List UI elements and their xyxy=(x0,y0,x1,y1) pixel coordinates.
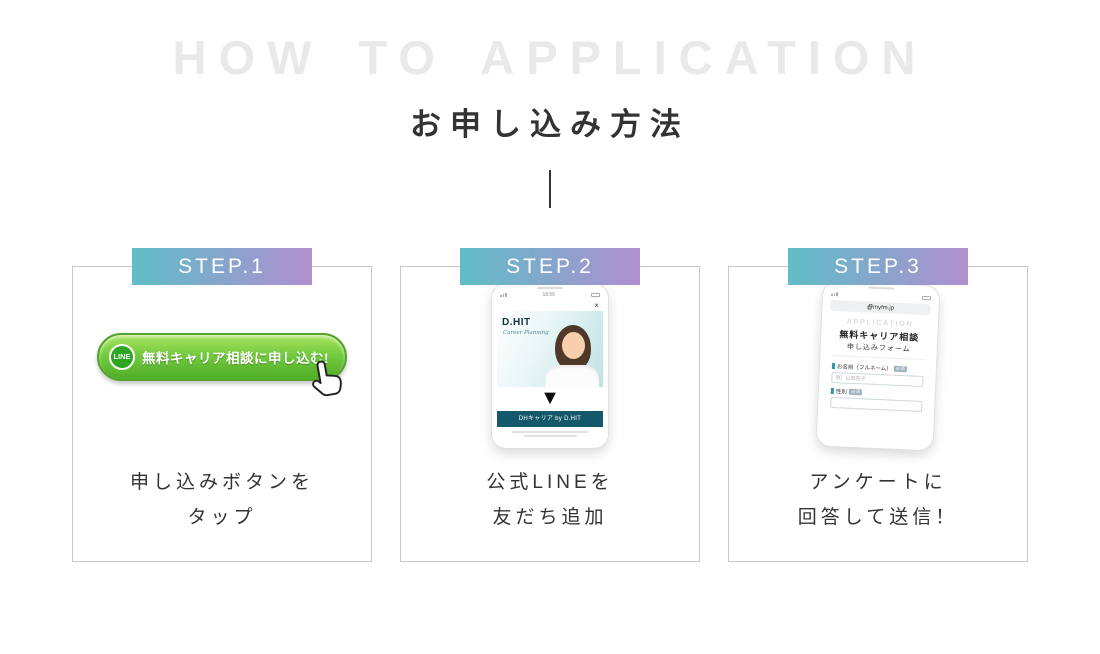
name-input[interactable]: 例）山田花子 xyxy=(831,371,924,387)
line-apply-button[interactable]: LINE 無料キャリア相談に申し込む! xyxy=(97,332,347,397)
brand-logo-text: D.HIT xyxy=(502,316,531,328)
step3-content: myfm.jp APPLICATION 無料キャリア相談 申し込みフォーム お名… xyxy=(729,267,1027,465)
placeholder-text-lines xyxy=(497,430,603,437)
steps-row: STEP.1 LINE 無料キャリア相談に申し込む! xyxy=(0,248,1100,562)
step1-card: LINE 無料キャリア相談に申し込む! 申し込みボタンを タ xyxy=(72,266,372,562)
step2-card: 18:56 × D.HIT Career Planning xyxy=(400,266,700,562)
status-bar: 18:56 xyxy=(497,291,603,300)
gender-field-label: 性別 xyxy=(835,389,847,396)
woman-torso xyxy=(545,364,599,387)
step3-badge: STEP.3 xyxy=(788,248,968,285)
hand-cursor-icon xyxy=(305,355,353,408)
line-hero-image: D.HIT Career Planning xyxy=(497,310,603,387)
phone-screen-form: myfm.jp APPLICATION 無料キャリア相談 申し込みフォーム お名… xyxy=(821,288,935,445)
step3-card: myfm.jp APPLICATION 無料キャリア相談 申し込みフォーム お名… xyxy=(728,266,1028,562)
gender-input[interactable] xyxy=(830,396,923,412)
lock-icon xyxy=(866,304,872,309)
status-time: 18:56 xyxy=(542,292,555,299)
woman-photo xyxy=(545,324,599,387)
battery-icon xyxy=(590,293,600,298)
phone-screen-line: 18:56 × D.HIT Career Planning xyxy=(497,290,603,442)
down-arrow-icon: ▼ xyxy=(540,386,560,409)
step-card-3: STEP.3 myfm.jp xyxy=(728,248,1028,562)
phone-mockup-line: 18:56 × D.HIT Career Planning xyxy=(492,283,608,448)
section-title-en: HOW TO APPLICATION xyxy=(172,31,928,84)
caption-line: 回答して送信！ xyxy=(797,506,959,528)
required-badge: 必須 xyxy=(893,365,907,373)
woman-face xyxy=(562,331,585,359)
step-card-2: STEP.2 18:56 × xyxy=(400,248,700,562)
caption-line: 申し込みボタンを xyxy=(129,471,314,493)
caption-line: タップ xyxy=(187,506,257,528)
brand-tagline: Career Planning xyxy=(503,329,549,336)
phone-speaker xyxy=(537,286,563,289)
step1-content: LINE 無料キャリア相談に申し込む! xyxy=(73,267,371,465)
signal-icon xyxy=(831,291,838,296)
step2-caption: 公式LINEを 友だち追加 xyxy=(401,465,699,561)
required-badge: 必須 xyxy=(848,388,862,396)
how-to-application-section: HOW TO APPLICATION お申し込み方法 STEP.1 LINE 無… xyxy=(0,30,1100,562)
close-icon[interactable]: × xyxy=(594,300,599,310)
line-button-label: 無料キャリア相談に申し込む! xyxy=(142,350,329,366)
caption-line: 公式LINEを xyxy=(486,471,614,493)
step-card-1: STEP.1 LINE 無料キャリア相談に申し込む! xyxy=(72,248,372,562)
section-title-ja: お申し込み方法 xyxy=(410,107,690,142)
phone-mockup-form: myfm.jp APPLICATION 無料キャリア相談 申し込みフォーム お名… xyxy=(816,281,940,451)
url-text: myfm.jp xyxy=(872,304,895,312)
field-bullet xyxy=(830,387,834,394)
step1-badge: STEP.1 xyxy=(132,248,312,285)
step3-caption: アンケートに 回答して送信！ xyxy=(729,465,1027,561)
name-field-label: お名前（フルネーム） xyxy=(836,364,892,373)
step2-badge: STEP.2 xyxy=(460,248,640,285)
application-form: お名前（フルネーム） 必須 例）山田花子 性別 必須 xyxy=(823,356,931,413)
battery-icon xyxy=(921,295,932,300)
browser-url-bar[interactable]: myfm.jp xyxy=(830,299,931,316)
signal-icon xyxy=(500,293,507,298)
line-account-bar[interactable]: DHキャリア by D.HIT xyxy=(497,410,603,427)
caption-line: 友だち追加 xyxy=(492,506,608,528)
line-icon: LINE xyxy=(109,343,135,370)
step1-caption: 申し込みボタンを タップ xyxy=(73,465,371,561)
step2-content: 18:56 × D.HIT Career Planning xyxy=(401,267,699,465)
vertical-divider xyxy=(549,170,551,208)
phone-speaker xyxy=(868,286,895,290)
close-row: × xyxy=(497,300,603,311)
field-bullet xyxy=(831,362,836,369)
caption-line: アンケートに xyxy=(809,471,947,493)
